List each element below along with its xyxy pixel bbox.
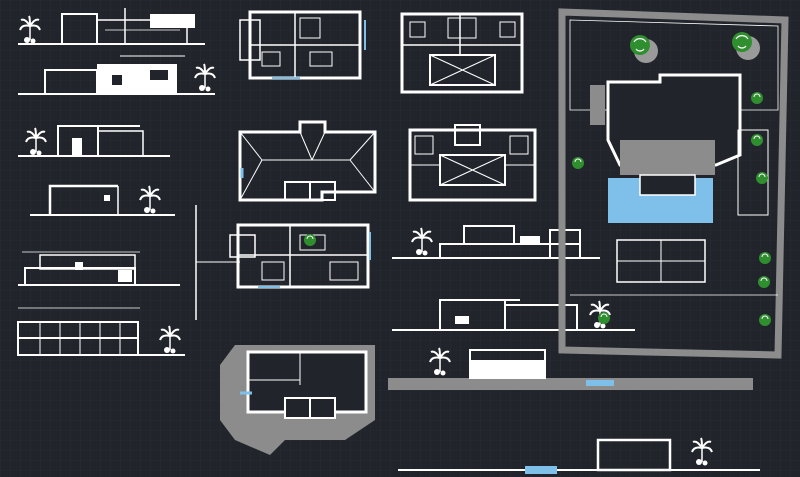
floor-plan-1[interactable] xyxy=(239,10,366,80)
elevation-drawing-8[interactable] xyxy=(392,299,635,331)
section-with-pool[interactable] xyxy=(388,347,753,390)
elevation-drawing-2[interactable] xyxy=(18,55,216,95)
elevation-drawing-3[interactable] xyxy=(18,125,170,157)
floor-plan-4[interactable] xyxy=(195,205,371,320)
elevation-drawing-9[interactable] xyxy=(398,437,760,474)
floor-plan-3[interactable] xyxy=(408,124,537,202)
floor-plan-5-hatched[interactable] xyxy=(220,345,375,455)
elevation-drawing-4[interactable] xyxy=(30,184,175,216)
roof-plan[interactable] xyxy=(238,120,377,202)
floor-plan-2[interactable] xyxy=(400,12,524,94)
elevation-drawing-1[interactable] xyxy=(18,8,205,45)
site-plan[interactable] xyxy=(558,8,789,359)
elevation-drawing-6[interactable] xyxy=(17,307,185,356)
elevation-drawing-5[interactable] xyxy=(18,251,180,286)
